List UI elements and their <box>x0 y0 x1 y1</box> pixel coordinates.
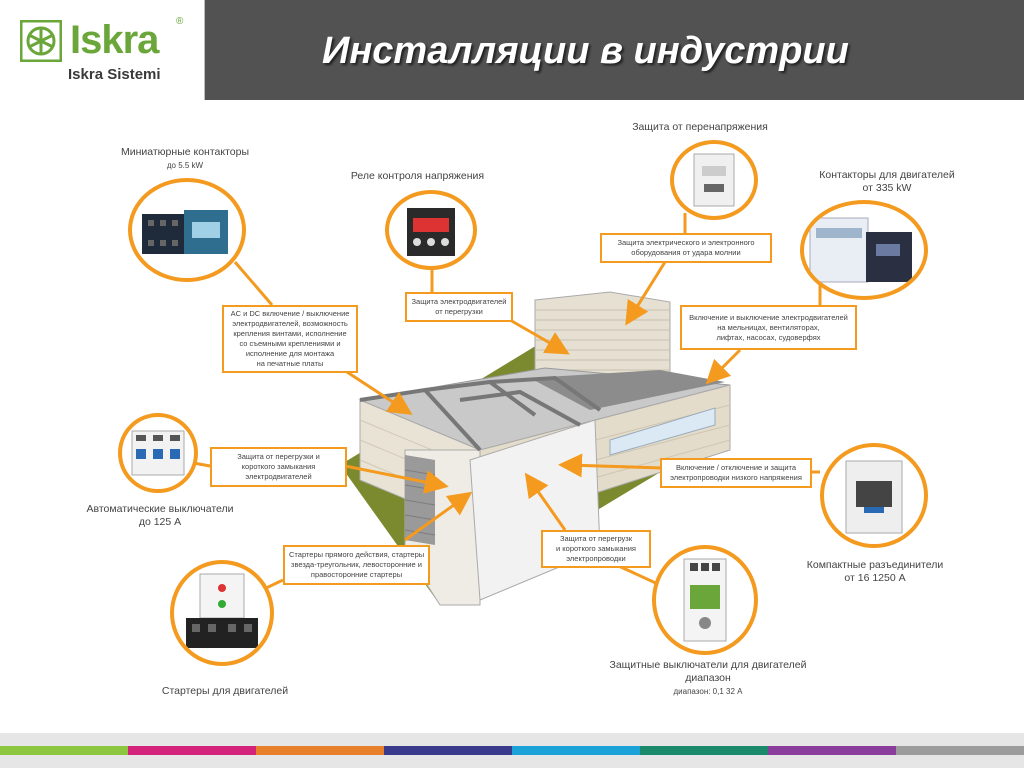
breakers-image[interactable] <box>118 413 198 493</box>
motor-breaker-icon <box>683 558 727 642</box>
relay-icon <box>407 208 455 256</box>
label-line: до 5.5 kW <box>166 161 204 170</box>
label-line: Реле контроля напряжения <box>350 170 485 182</box>
callout-overload: Защита электродвигателей от перегрузки <box>405 292 513 322</box>
callout-acdc: AC и DC включение / выключение электродв… <box>222 305 358 373</box>
label-line: Компактные разъединители <box>806 559 944 571</box>
label-line: Контакторы для двигателей <box>819 169 955 181</box>
callout-line: оборудования от удара молнии <box>631 248 741 257</box>
callout-line: электродвигателей <box>245 472 312 481</box>
footer-base <box>0 755 1024 768</box>
callout-lightning: Защита электрического и электронного обо… <box>600 233 772 263</box>
callout-line: на мельницах, вентиляторах, <box>717 322 820 332</box>
registered-mark: ® <box>176 16 184 27</box>
breaker-icon <box>131 430 185 476</box>
callout-line: правосторонние стартеры <box>310 570 403 579</box>
callout-switching: Включение и выключение электродвигателей… <box>680 305 857 350</box>
label-voltage-relay: Реле контроля напряжения <box>345 170 490 183</box>
voltage-relay-image[interactable] <box>385 190 477 270</box>
motor-contactor-icon <box>809 217 912 283</box>
callout-low-voltage: Включение / отключение и защита электроп… <box>660 458 812 488</box>
label-line: от 335 kW <box>862 182 912 194</box>
footer-band <box>0 733 1024 746</box>
callout-line: Защита от перегрузк <box>559 534 633 543</box>
surge-protector-image[interactable] <box>670 140 758 220</box>
callout-line: Включение / отключение и защита <box>675 463 797 472</box>
label-line: до 125 A <box>138 516 182 528</box>
callout-line: Защита электрического и электронного <box>617 238 755 247</box>
footer-stripe <box>640 746 768 755</box>
callout-line: Защита от перегрузки и <box>237 452 320 461</box>
callout-line: лифтах, насосах, судоверфях <box>716 332 821 342</box>
footer-stripe <box>512 746 640 755</box>
callout-line: звезда-треугольник, левосторонние и <box>291 560 422 569</box>
callout-line: и короткого замыкания <box>556 544 636 553</box>
callout-line: Стартеры прямого действия, стартеры <box>289 550 425 559</box>
callout-starters: Стартеры прямого действия, стартеры звез… <box>283 545 430 585</box>
label-mini-contactors: Миниатюрные контакторы до 5.5 kW <box>115 146 255 172</box>
label-line: Защитные выключатели для двигателей <box>609 659 807 671</box>
label-motor-breakers: Защитные выключатели для двигателей диап… <box>598 659 818 698</box>
label-motor-contactors: Контакторы для двигателей от 335 kW <box>812 169 962 195</box>
callout-line: Защита электродвигателей <box>411 297 507 306</box>
callout-line: электродвигателей, возможность <box>232 319 348 328</box>
motor-breakers-image[interactable] <box>652 545 758 655</box>
label-line: от 16 1250 A <box>844 572 906 584</box>
callout-line: со съемными креплениями и <box>239 339 341 348</box>
footer-stripe <box>768 746 896 755</box>
footer-stripe <box>128 746 256 755</box>
disconnectors-image[interactable] <box>820 443 928 548</box>
callout-short-circuit: Защита от перегрузки и короткого замыкан… <box>210 447 347 487</box>
logo-subtitle: Iskra Sistemi <box>68 66 161 83</box>
callout-line: на печатные платы <box>256 359 324 368</box>
footer-stripe <box>896 746 1024 755</box>
label-starters: Стартеры для двигателей <box>155 685 295 698</box>
starters-image[interactable] <box>170 560 274 666</box>
label-line: диапазон: 0,1 32 A <box>673 687 743 696</box>
callout-line: электропроводки низкого напряжения <box>670 473 802 482</box>
contactor-icon <box>142 210 228 254</box>
callout-line: Включение и выключение электродвигателей <box>689 312 848 322</box>
callout-line: крепления винтами, исполнение <box>233 329 347 338</box>
callout-wiring: Защита от перегрузк и короткого замыкани… <box>541 530 651 568</box>
label-line: диапазон <box>685 672 731 684</box>
mini-contactors-image[interactable] <box>128 178 246 282</box>
motor-contactors-image[interactable] <box>800 200 928 300</box>
footer-stripe <box>256 746 384 755</box>
label-surge: Защита от перенапряжения <box>630 121 770 134</box>
label-line: Миниатюрные контакторы <box>120 146 250 158</box>
callout-line: короткого замыкания <box>241 462 316 471</box>
label-line: Защита от перенапряжения <box>632 121 768 133</box>
iskra-logo-icon <box>20 20 62 62</box>
page-title: Инсталляции в индустрии <box>322 30 849 72</box>
label-disconnectors: Компактные разъединители от 16 1250 A <box>800 559 950 585</box>
logo-text: Iskra <box>70 18 159 62</box>
callout-line: от перегрузки <box>435 307 483 316</box>
footer-stripe <box>384 746 512 755</box>
label-line: Автоматические выключатели <box>86 503 234 515</box>
surge-icon <box>693 153 735 207</box>
disconnector-icon <box>845 460 903 534</box>
label-breakers: Автоматические выключатели до 125 A <box>80 503 240 529</box>
footer-stripe <box>0 746 128 755</box>
logo[interactable]: Iskra ® Iskra Sistemi <box>0 0 205 100</box>
callout-line: электропроводки <box>566 554 626 563</box>
callout-line: AC и DC включение / выключение <box>230 309 350 318</box>
label-line: Стартеры для двигателей <box>161 685 289 697</box>
callout-line: исполнение для монтажа <box>245 349 335 358</box>
starter-icon <box>186 573 258 648</box>
